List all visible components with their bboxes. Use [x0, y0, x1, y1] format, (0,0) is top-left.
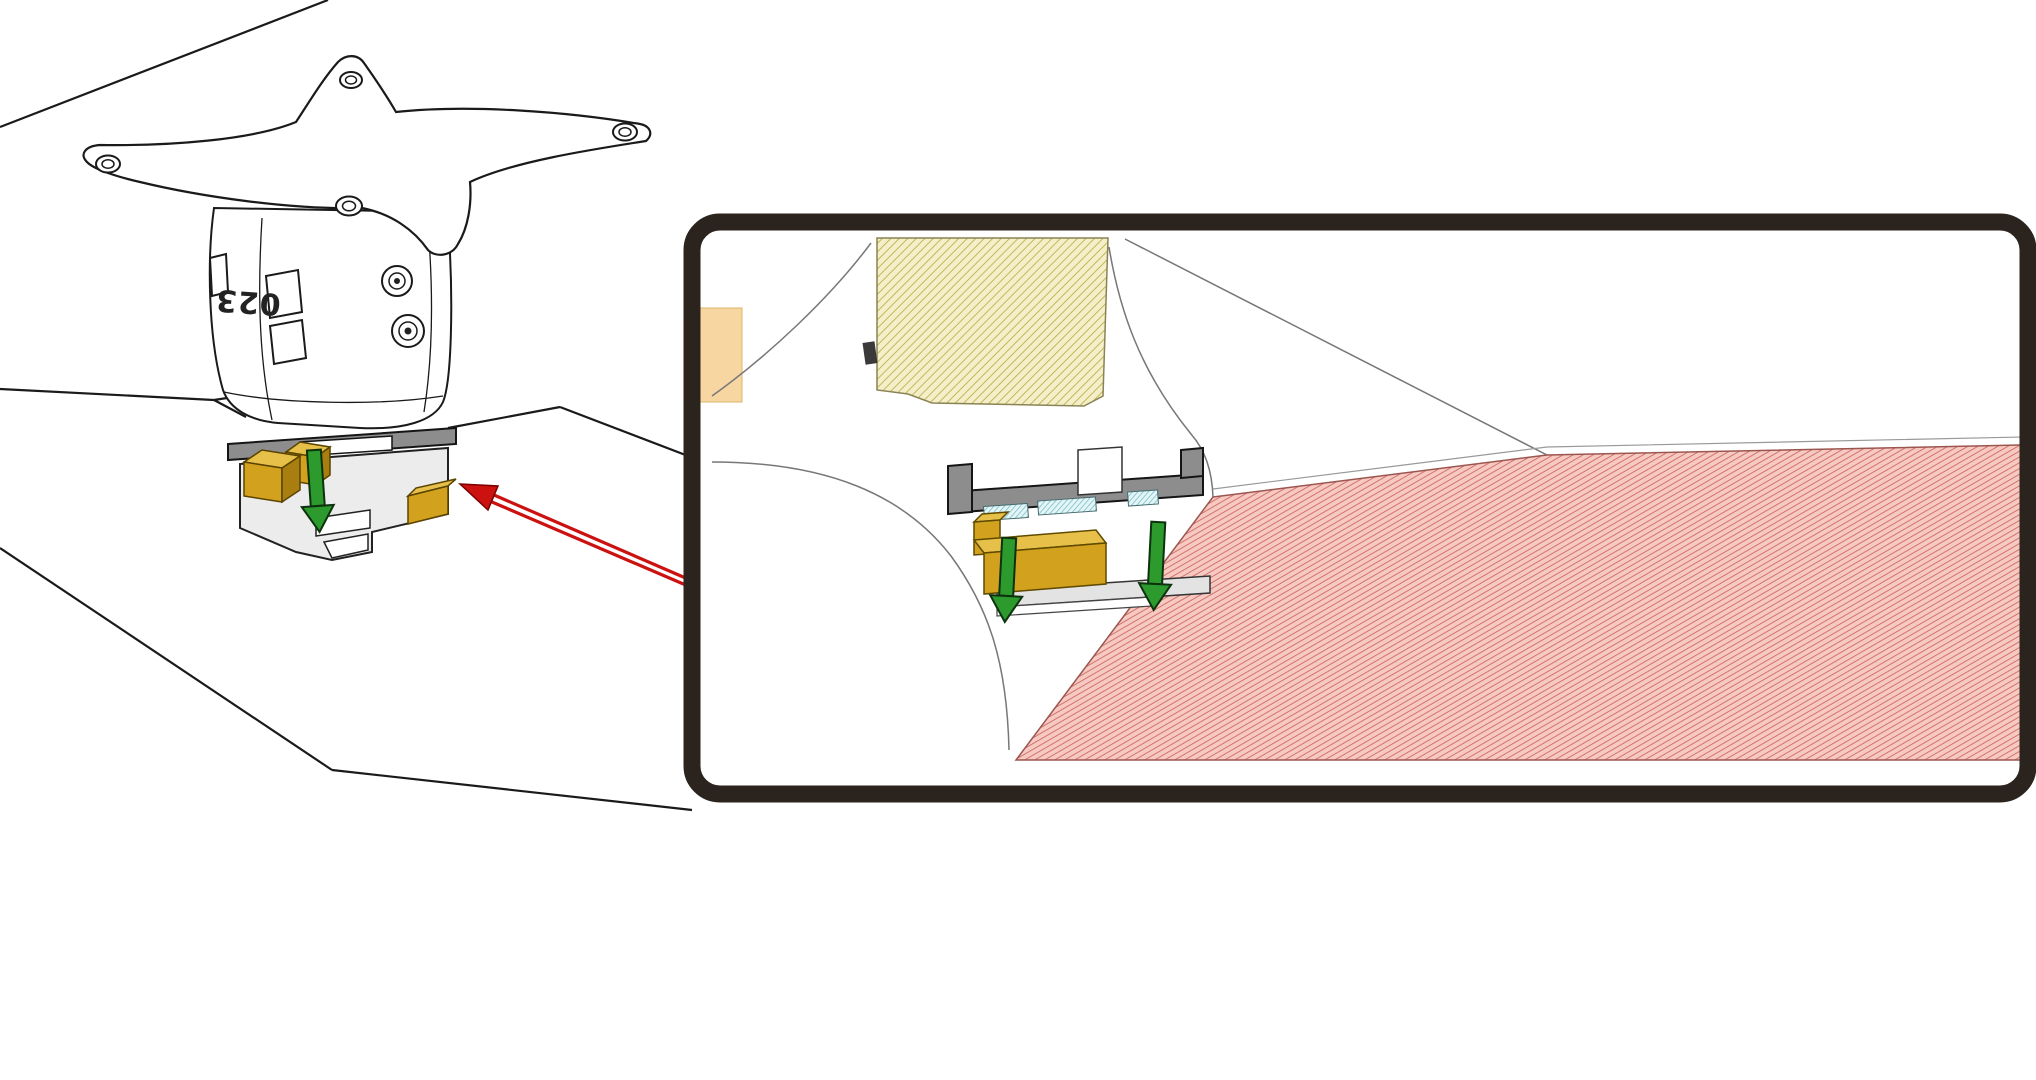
- gold-latch-side: [281, 454, 301, 504]
- insert-direction-arrow: [299, 448, 336, 534]
- lower-bracket-slot: [315, 509, 371, 537]
- panel-edge-top-left: [0, 0, 329, 129]
- seal-section: [1037, 496, 1097, 516]
- seal-section: [1127, 489, 1159, 507]
- panel-edge-mid-left: [0, 387, 215, 402]
- star-plate: [82, 55, 652, 256]
- callout-arrow-head: [457, 483, 500, 512]
- insert-arrow-head: [299, 503, 336, 534]
- housing-curve: [1108, 246, 1214, 498]
- panel-skin-line: [1212, 436, 2020, 490]
- bracket-foot-tab: [1077, 446, 1123, 496]
- insert-direction-arrow: [988, 536, 1024, 624]
- detail-inset: [683, 213, 2036, 803]
- mount-hole-icon: [339, 71, 363, 89]
- detail-callout-arrow: [457, 483, 705, 594]
- body-vent-window-2: [268, 318, 308, 366]
- insert-arrow-shaft: [1147, 520, 1167, 586]
- insert-arrow-head: [988, 594, 1024, 624]
- body-side-notch: [208, 252, 230, 298]
- mount-hole-icon: [612, 122, 638, 142]
- body-vent-window-1: [264, 268, 304, 320]
- retaining-clip-assembly: [227, 426, 457, 562]
- mount-hole-icon: [95, 154, 121, 174]
- clip-left-tab: [947, 462, 973, 516]
- gold-latch: [405, 478, 457, 525]
- bracket-edge-detail: [862, 341, 878, 365]
- panel-core-section-pink: [1014, 444, 2020, 761]
- insert-arrow-shaft: [305, 448, 326, 508]
- clip-right-tab: [1180, 446, 1204, 480]
- cutout-right-edge: [447, 405, 561, 430]
- bracket-section-tan: [876, 237, 1109, 407]
- housing-curve: [711, 461, 1010, 751]
- body-bottom-lip: [223, 391, 444, 404]
- insert-direction-arrow: [1137, 520, 1173, 612]
- gold-latch-front: [243, 461, 283, 503]
- callout-arrow-line: [493, 493, 705, 588]
- mount-body-outline: [208, 206, 453, 430]
- part-marking: 023: [214, 282, 282, 321]
- main-assembly-view: 023: [0, 0, 731, 812]
- clip-section-gray: [947, 446, 1204, 516]
- mount-body: 023: [208, 206, 453, 430]
- orange-wall-section: [700, 307, 743, 403]
- inset-frame: [683, 213, 2036, 803]
- insert-arrow-shaft: [998, 536, 1018, 598]
- lower-bracket-tab: [322, 533, 369, 559]
- panel-near-edge-right: [331, 768, 693, 812]
- screw-icon: [381, 265, 413, 297]
- panel-near-edge-left: [0, 547, 333, 771]
- callout-arrow-line: [491, 500, 703, 594]
- gold-latch-front: [407, 485, 449, 525]
- inset-content: [700, 237, 2020, 761]
- housing-curve: [711, 242, 872, 397]
- housing-outlines: [711, 238, 1548, 751]
- star-plate-outline: [82, 55, 652, 256]
- center-hub-icon: [335, 195, 363, 217]
- housing-edge: [1124, 238, 1548, 456]
- cutout-front-edge: [213, 399, 247, 418]
- screw-icon: [391, 314, 425, 348]
- insert-arrow-head: [1137, 582, 1173, 612]
